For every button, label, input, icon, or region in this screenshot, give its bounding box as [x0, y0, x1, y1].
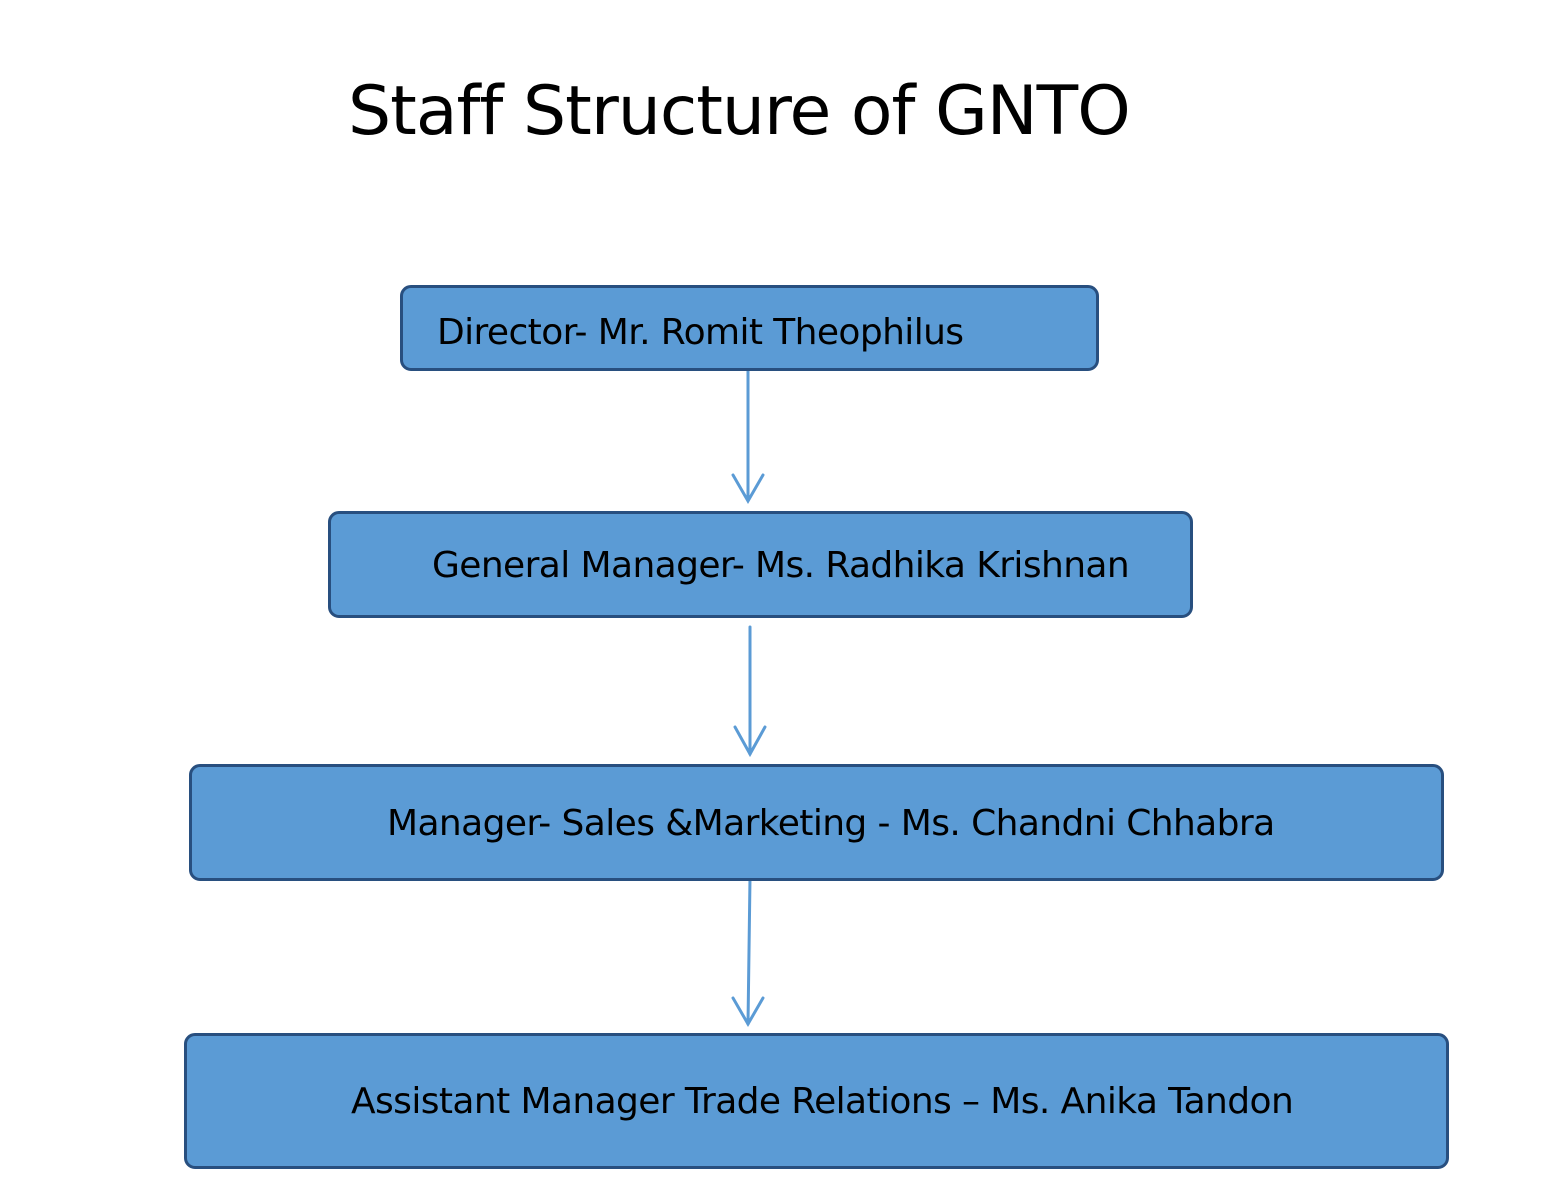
- general-manager-box: General Manager- Ms. Radhika Krishnan: [328, 511, 1193, 618]
- manager-sales-marketing-box: Manager- Sales &Marketing - Ms. Chandni …: [189, 764, 1444, 881]
- arrowhead-assistant: [731, 996, 765, 1028]
- manager-sales-marketing-label: Manager- Sales &Marketing - Ms. Chandni …: [387, 803, 1275, 844]
- assistant-manager-box: Assistant Manager Trade Relations – Ms. …: [184, 1033, 1449, 1169]
- arrowhead-gm: [731, 473, 765, 505]
- general-manager-label: General Manager- Ms. Radhika Krishnan: [432, 545, 1130, 586]
- director-box: Director- Mr. Romit Theophilus: [400, 285, 1099, 371]
- page-title: Staff Structure of GNTO: [348, 72, 1131, 151]
- director-label: Director- Mr. Romit Theophilus: [437, 312, 964, 353]
- arrowhead-manager: [733, 725, 767, 758]
- arrow-manager-to-assistant: [746, 876, 752, 1026]
- assistant-manager-label: Assistant Manager Trade Relations – Ms. …: [351, 1081, 1294, 1122]
